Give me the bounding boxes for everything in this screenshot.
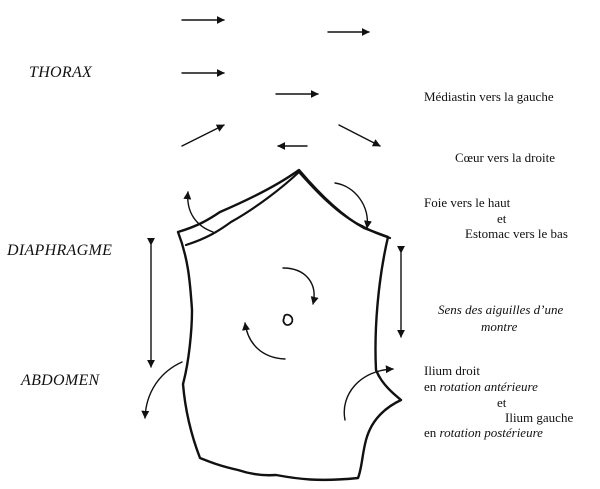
note-rotation-posterieure: rotation postérieure (439, 425, 543, 440)
note-ilium-gauche-rotation: en rotation postérieure (424, 426, 543, 439)
thorax-arrow-5 (181, 124, 225, 147)
note-et-1: et (497, 211, 507, 226)
note-et-2: et (497, 395, 507, 410)
ilium-left-arrow (343, 365, 394, 421)
note-ilium-droit: Ilium droit (424, 363, 480, 378)
diaphragm-curve (184, 170, 392, 247)
note-en-1: en (424, 379, 437, 394)
note-sens-line1: Sens des aiguilles d’une (438, 302, 564, 317)
region-label-diaphragm: DIAPHRAGME (7, 242, 113, 259)
note-ilium-gauche: Ilium gauche (505, 410, 574, 425)
navel (282, 313, 294, 326)
stomach-down-arrow (334, 182, 372, 229)
note-rotation-anterieure: rotation antérieure (439, 379, 538, 394)
region-label-abdomen: ABDOMEN (21, 372, 100, 389)
liver-up-arrow (183, 191, 214, 233)
ilium-right-arrow (141, 361, 183, 419)
note-estomac: Estomac vers le bas (465, 226, 568, 241)
thorax-arrows (181, 16, 381, 150)
thorax-arrow-7 (338, 124, 381, 147)
note-coeur: Cœur vers la droite (455, 150, 556, 165)
note-sens-line2: montre (481, 319, 518, 334)
clockwise-arrow-upper (282, 267, 319, 305)
region-label-thorax: THORAX (29, 64, 93, 81)
body-outline (176, 168, 403, 482)
note-ilium-droit-rotation: en rotation antérieure (424, 380, 538, 393)
note-mediastin: Médiastin vers la gauche (424, 89, 554, 104)
note-foie: Foie vers le haut (424, 195, 511, 210)
note-en-2: en (424, 425, 437, 440)
clockwise-arrow-lower (242, 322, 286, 360)
